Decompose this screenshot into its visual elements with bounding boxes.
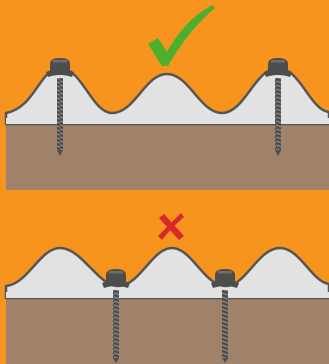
screw	[102, 269, 130, 363]
checkmark-icon	[148, 5, 215, 66]
cross-icon	[158, 213, 184, 240]
screw	[211, 269, 239, 363]
substrate-block	[6, 292, 329, 364]
screw	[264, 58, 292, 156]
panel-correct	[4, 5, 329, 190]
screw	[46, 58, 74, 156]
sheet-bottom-edge	[6, 118, 329, 124]
panel-incorrect	[4, 213, 329, 364]
sheet-bottom-edge	[6, 292, 329, 298]
corrugated-sheet	[4, 246, 329, 300]
